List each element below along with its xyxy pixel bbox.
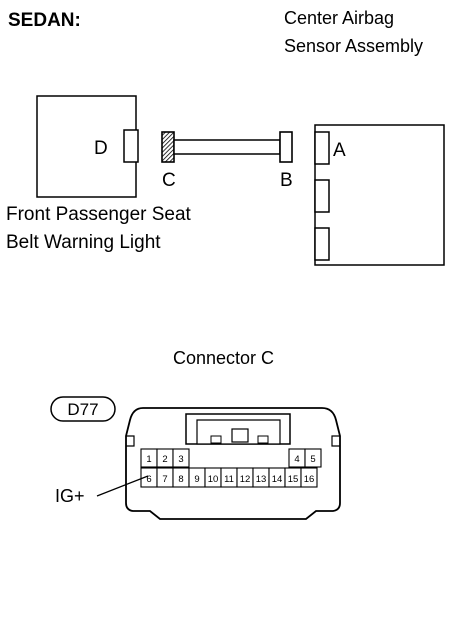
pin-6-label: 6 [146, 474, 151, 485]
pin-11-label: 11 [224, 474, 234, 485]
connector-code-badge [50, 396, 116, 422]
pin-9-label: 9 [194, 474, 199, 485]
center-sensor-label-line2: Sensor Assembly [284, 36, 423, 56]
pin-3-label: 3 [178, 454, 183, 465]
connector-d-letter: D [94, 138, 108, 159]
warning-light-connector-socket [123, 129, 139, 163]
pin-15-label: 15 [288, 474, 299, 485]
connector-lock-bump-right [257, 435, 269, 444]
pin-10-label: 10 [208, 474, 219, 485]
pin-cell-3 [172, 448, 190, 468]
terminal-ig-label: IG+ [55, 486, 85, 506]
pin-7-label: 7 [162, 474, 167, 485]
sensor-connector-3 [314, 227, 330, 261]
pin-cell-5 [304, 448, 322, 468]
connector-lock-bump-left [210, 435, 222, 444]
connector-bottom-pin-row: 6 7 8 9 10 11 12 13 14 15 16 [140, 467, 318, 488]
harness-connector-b [279, 131, 293, 163]
pin-2-label: 2 [162, 454, 167, 465]
connector-top-pin-row: 1 2 3 4 5 [140, 448, 322, 468]
connector-view-title: Connector C [173, 348, 274, 368]
wire-harness [173, 139, 281, 155]
connector-a-letter: A [333, 140, 346, 161]
center-sensor-label-line1: Center Airbag [284, 8, 394, 28]
center-airbag-sensor-assembly [314, 124, 445, 266]
sensor-connector-2 [314, 179, 330, 213]
terminal-ig-leader-line [96, 475, 149, 497]
connector-notch-left [126, 435, 135, 447]
variant-label: SEDAN: [8, 10, 81, 31]
harness-connector-c [161, 131, 175, 163]
pin-8-label: 8 [178, 474, 183, 485]
connector-code-text: D77 [67, 400, 98, 419]
pin-4-label: 4 [294, 454, 299, 465]
warning-light-label-line2: Belt Warning Light [6, 232, 161, 253]
pin-12-label: 12 [240, 474, 251, 485]
pin-13-label: 13 [256, 474, 267, 485]
pin-16-label: 16 [304, 474, 315, 485]
connector-notch-right [331, 435, 340, 447]
warning-light-label-line1: Front Passenger Seat [6, 204, 192, 225]
sensor-connector-a [314, 131, 330, 165]
warning-light-component [36, 95, 137, 198]
pin-cell-16 [300, 467, 318, 488]
connector-lock-tab [231, 428, 249, 443]
harness-end-c-label: C [162, 170, 176, 191]
pin-14-label: 14 [272, 474, 283, 485]
pin-1-label: 1 [146, 454, 151, 465]
harness-end-b-label: B [280, 170, 293, 191]
pin-5-label: 5 [310, 454, 315, 465]
